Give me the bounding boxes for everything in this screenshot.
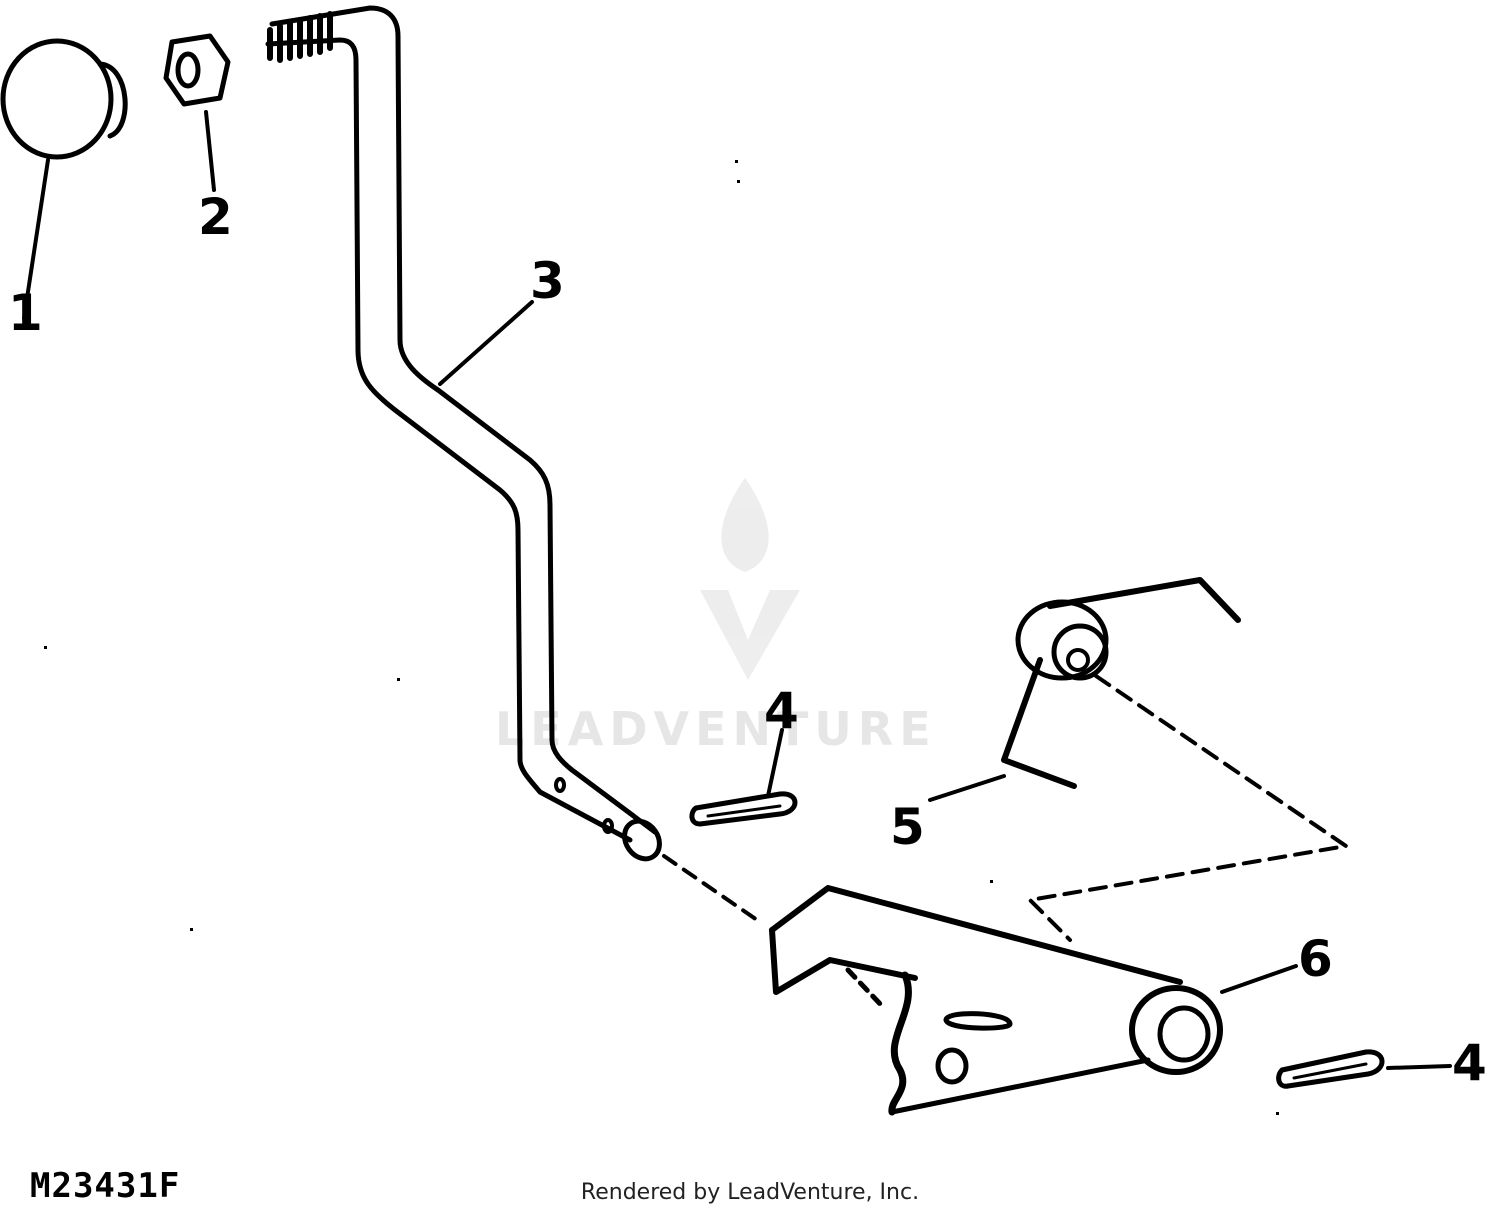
callout-4-lower: 4 <box>1452 1034 1487 1092</box>
part-pin-upper <box>689 791 798 827</box>
part-nut <box>163 33 231 107</box>
part-pin-lower <box>1276 1049 1385 1089</box>
part-lever-arm <box>769 885 1223 1116</box>
render-credit: Rendered by LeadVenture, Inc. <box>580 1180 920 1205</box>
part-spring <box>1001 577 1241 789</box>
callout-4-upper: 4 <box>764 682 799 740</box>
assembly-lines <box>662 674 1348 942</box>
watermark-text: LEADVENTURE <box>495 702 937 756</box>
callout-1: 1 <box>8 284 43 342</box>
diagram-id: M23431F <box>30 1166 181 1206</box>
callout-6: 6 <box>1298 930 1333 988</box>
part-knob <box>0 38 128 160</box>
leader-lines <box>22 110 1452 1070</box>
callout-3: 3 <box>530 252 565 310</box>
scan-specks <box>44 160 1279 1115</box>
callout-5: 5 <box>890 798 925 856</box>
callout-2: 2 <box>198 188 233 246</box>
part-shift-lever <box>265 5 662 862</box>
watermark-logo <box>700 478 800 680</box>
